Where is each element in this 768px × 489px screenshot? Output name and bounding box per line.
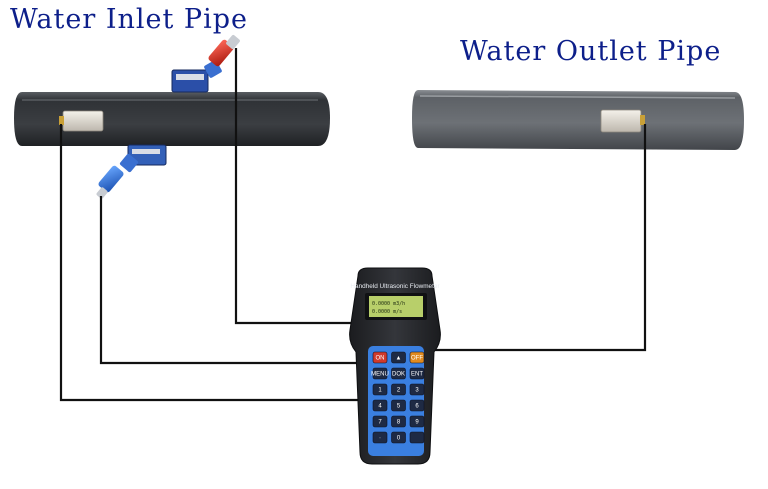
water-inlet-pipe-label: Water Inlet Pipe bbox=[10, 4, 248, 35]
cable-inlet-clamp bbox=[59, 124, 360, 402]
keypad-key[interactable]: OFF bbox=[409, 351, 425, 364]
keypad-key[interactable]: ENT bbox=[409, 367, 425, 380]
keypad-key-label: ON bbox=[376, 356, 385, 362]
keypad-key-label: 3 bbox=[415, 388, 419, 394]
keypad-key[interactable]: 1 bbox=[372, 383, 388, 396]
lcd-line-2: 0.0000 m/s bbox=[372, 309, 402, 315]
upper-insertion-transducer bbox=[171, 35, 240, 93]
keypad-key[interactable]: MENU bbox=[371, 367, 389, 380]
keypad-key-label: OFF bbox=[411, 356, 423, 362]
water-inlet-pipe bbox=[14, 92, 330, 146]
handheld-flowmeter: Handheld Ultrasonic Flowmeter 0.0000 m3/… bbox=[349, 267, 441, 465]
keypad-key[interactable]: 3 bbox=[409, 383, 425, 396]
inlet-clamp-transducer bbox=[59, 110, 104, 132]
keypad-key-label: 4 bbox=[378, 404, 382, 410]
cable-lower-transducer bbox=[99, 196, 356, 365]
keypad-key[interactable]: 2 bbox=[391, 383, 406, 396]
flowmeter-brand-text: Handheld Ultrasonic Flowmeter bbox=[350, 283, 440, 290]
keypad-key[interactable]: 9 bbox=[409, 415, 425, 428]
keypad-key[interactable]: 6 bbox=[409, 399, 425, 412]
keypad-key-label: 8 bbox=[397, 420, 401, 426]
outlet-clamp-transducer bbox=[600, 109, 645, 133]
keypad-key[interactable]: · bbox=[372, 431, 388, 444]
keypad-key-label: DOK bbox=[392, 372, 405, 378]
water-outlet-pipe-label: Water Outlet Pipe bbox=[460, 36, 722, 67]
water-outlet-pipe bbox=[412, 90, 744, 150]
keypad-key[interactable]: 5 bbox=[391, 399, 406, 412]
keypad-key[interactable]: 4 bbox=[372, 399, 388, 412]
keypad-key-label: · bbox=[379, 436, 381, 442]
keypad-key-label: ▲ bbox=[396, 356, 402, 362]
keypad-key-label: 2 bbox=[397, 388, 401, 394]
cable-outlet-clamp bbox=[432, 124, 647, 352]
keypad-key-label: 5 bbox=[397, 404, 401, 410]
keypad-key-label: 9 bbox=[415, 420, 419, 426]
keypad-key-label: 0 bbox=[397, 436, 401, 442]
flowmeter-lcd-screen bbox=[369, 296, 423, 317]
keypad-key-label: 1 bbox=[378, 388, 382, 394]
keypad-key-label: 6 bbox=[415, 404, 419, 410]
keypad-key[interactable]: ▲ bbox=[391, 351, 406, 364]
lcd-line-1: 0.0000 m3/h bbox=[372, 301, 405, 307]
keypad-key-label: MENU bbox=[371, 372, 389, 378]
keypad-key-label: ENT bbox=[411, 372, 423, 378]
keypad-key[interactable]: DOK bbox=[391, 367, 406, 380]
keypad-key[interactable]: 0 bbox=[391, 431, 406, 444]
keypad-key[interactable] bbox=[409, 431, 425, 444]
keypad-key[interactable]: 8 bbox=[391, 415, 406, 428]
lower-insertion-transducer bbox=[96, 144, 167, 199]
signal-cables bbox=[59, 48, 647, 402]
cable-upper-transducer bbox=[234, 48, 352, 325]
keypad-key[interactable]: 7 bbox=[372, 415, 388, 428]
keypad-key[interactable]: ON bbox=[372, 351, 388, 364]
keypad-key-label: 7 bbox=[378, 420, 382, 426]
